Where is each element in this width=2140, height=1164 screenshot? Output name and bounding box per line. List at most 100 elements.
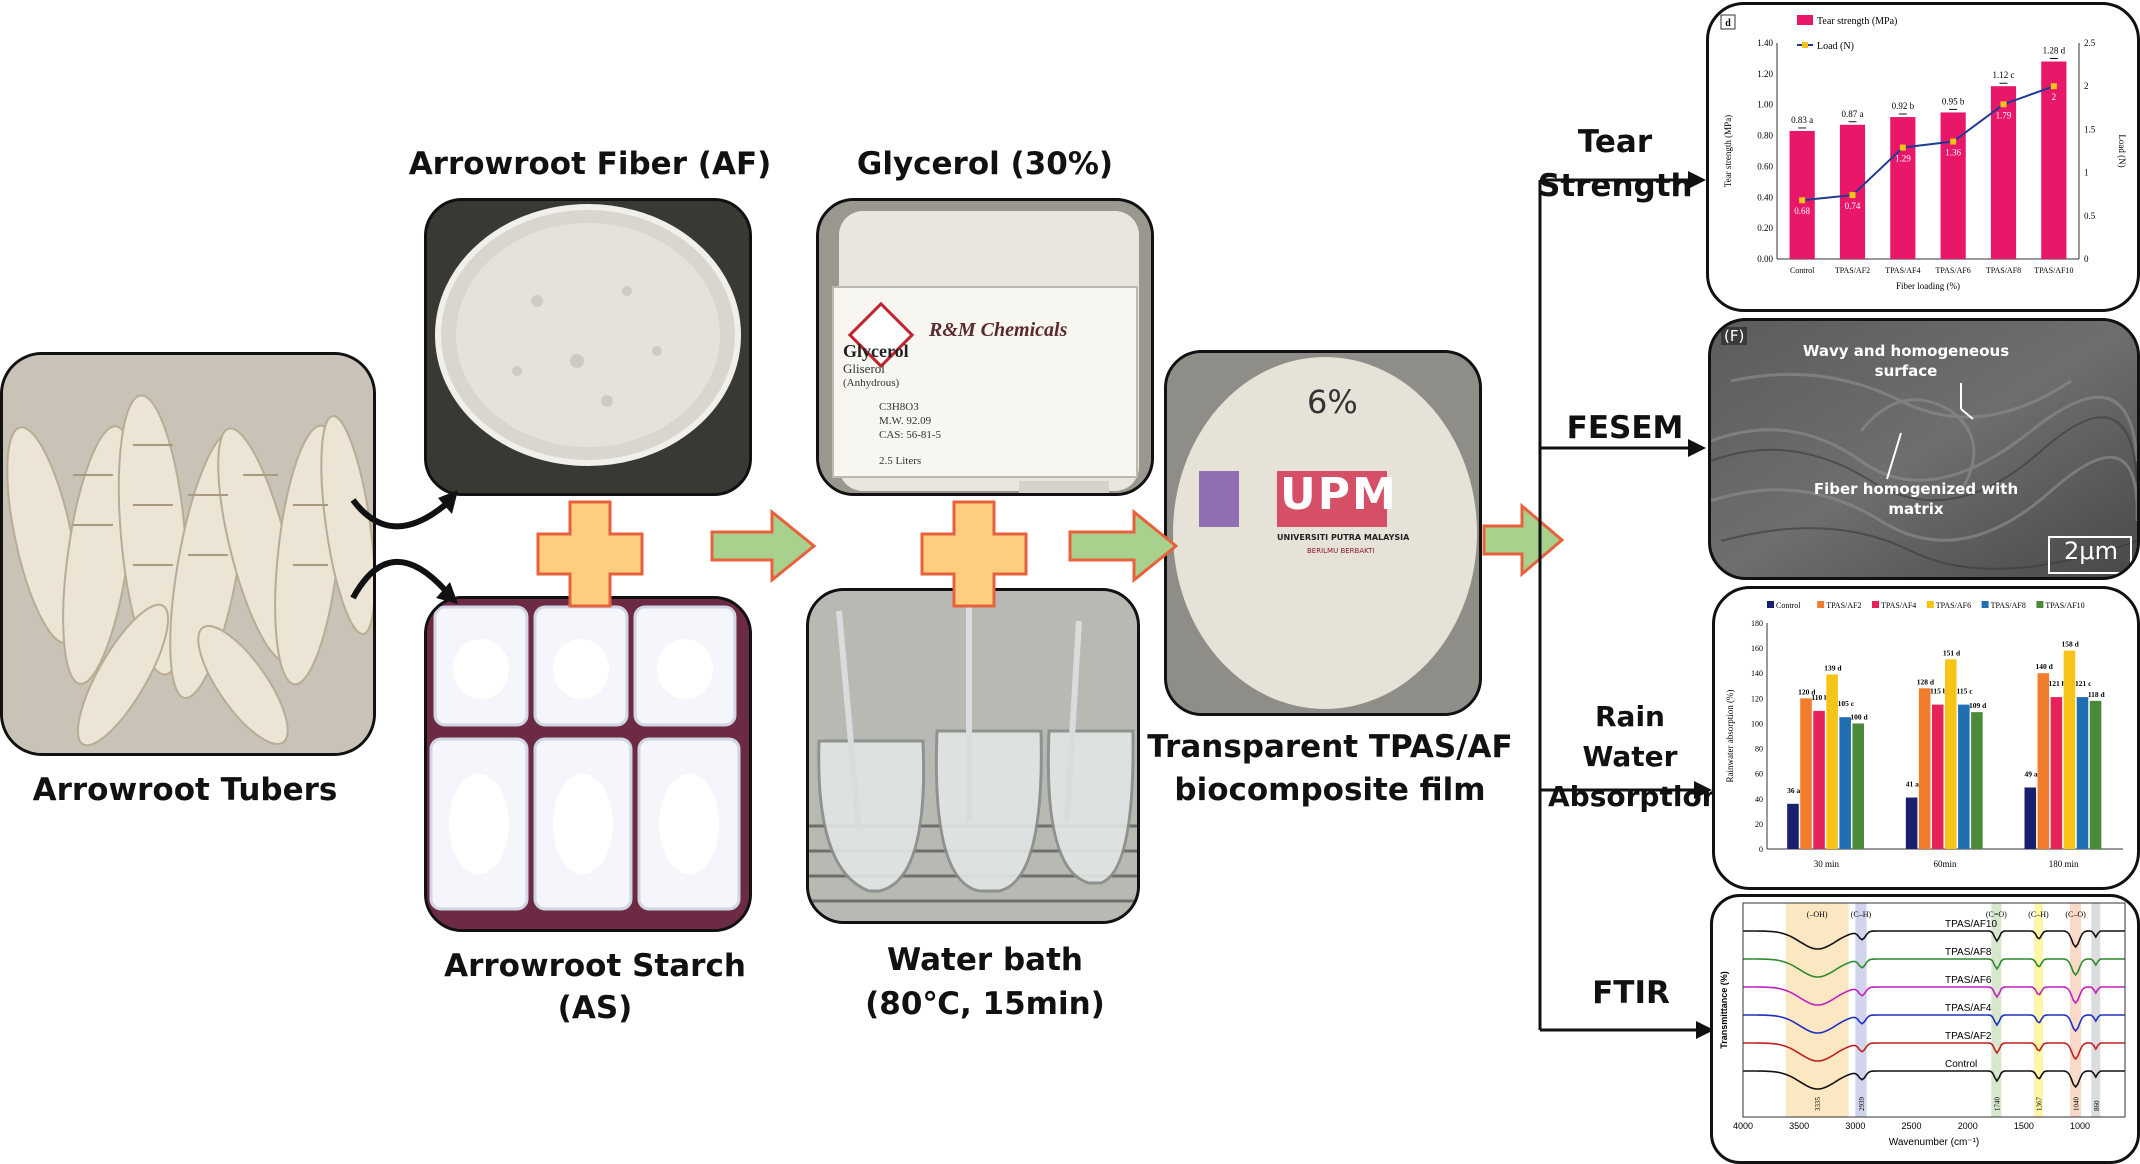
fesem-scale-bar: 2μm	[2064, 537, 2118, 565]
rain-bar-label: 110 b	[1811, 693, 1828, 702]
fesem-pointer-1b	[1960, 408, 1974, 420]
fesem-scale-box	[2048, 536, 2132, 574]
fiber-dish-illustration	[427, 201, 749, 493]
tear-load-label: 1.36	[1945, 147, 1961, 157]
ftir-series-label: TPAS/AF2	[1945, 1031, 1992, 1042]
label-rain-water: Rain Water Absorption	[1548, 697, 1722, 817]
label-water-bath-line2: (80℃, 15min)	[865, 986, 1105, 1022]
rain-bar	[1905, 797, 1918, 849]
photo-glycerol-bottle: R&M Chemicals Glycerol Gliserol (Anhydro…	[816, 198, 1154, 496]
arrow-to-glycerol	[710, 508, 817, 584]
tear-y2-tick: 1.5	[2084, 124, 2096, 134]
rain-x-tick: 180 min	[2049, 859, 2079, 869]
rain-legend-entry: TPAS/AF4	[1881, 601, 1916, 610]
rain-bar-label: 105 c	[1838, 699, 1855, 708]
fesem-pointer-2	[1886, 432, 1902, 480]
rain-bar	[2063, 650, 2076, 849]
tear-y2-tick: 1	[2084, 168, 2089, 178]
ftir-band-peak: 2939	[1858, 1097, 1866, 1112]
rain-y-tick: 40	[1755, 795, 1763, 804]
ftir-band-label: (C=O)	[1986, 910, 2007, 919]
tear-load-marker	[1849, 192, 1856, 199]
fesem-note-fiber-line1: Fiber homogenized with	[1813, 480, 2019, 498]
rain-bar	[1826, 674, 1838, 849]
rain-bar	[1971, 712, 1983, 849]
rain-legend-entry: TPAS/AF2	[1826, 601, 1861, 610]
photo-arrowroot-tubers	[0, 352, 376, 756]
ftir-series-label: TPAS/AF8	[1945, 947, 1992, 958]
rain-bar	[2050, 697, 2063, 849]
tear-x-tick: TPAS/AF8	[1986, 266, 2021, 275]
ftir-x-label: Wavenumber (cm⁻¹)	[1889, 1137, 1979, 1148]
rain-legend-swatch	[1872, 601, 1879, 608]
tear-bar-label: 1.12 c	[1993, 70, 2015, 80]
tear-y2-tick: 0	[2084, 254, 2089, 264]
tear-bar	[1940, 112, 1966, 259]
tear-load-label: 0.68	[1794, 206, 1810, 216]
bottle-subtitle: (Anhydrous)	[843, 377, 900, 389]
tear-y2-label: Load (N)	[2117, 134, 2127, 167]
film-university: UNIVERSITI PUTRA MALAYSIA	[1277, 533, 1410, 542]
tear-panel-label: d	[1725, 18, 1731, 29]
tear-load-marker	[2050, 83, 2057, 90]
film-motto: BERILMU BERBAKTI	[1307, 547, 1375, 555]
fesem-note-fiber-line2: matrix	[1888, 500, 1944, 518]
tear-legend-swatch-marker	[1802, 42, 1808, 48]
rain-bar	[1958, 704, 1970, 849]
rain-legend-swatch	[1981, 601, 1989, 608]
rain-bar	[1839, 717, 1851, 849]
tear-bar-label: 1.28 d	[2043, 46, 2066, 56]
rain-bar-label: 115 c	[1957, 687, 1974, 696]
rain-x-tick: 30 min	[1814, 859, 1840, 869]
label-arrowroot-tubers: Arrowroot Tubers	[32, 772, 338, 808]
bottle-mw: M.W. 92.09	[879, 415, 932, 427]
rain-bar-label: 49 a	[2024, 769, 2037, 778]
rain-bar-label: 118 d	[2088, 690, 2106, 699]
label-transparent-film: Transparent TPAS/AF biocomposite film	[1140, 726, 1520, 812]
rain-bar-label: 100 d	[1850, 712, 1868, 721]
tear-load-marker	[2000, 101, 2007, 108]
rain-y-label: Rainwater absorption (%)	[1725, 690, 1735, 783]
film-mark-percent: 6%	[1307, 383, 1358, 421]
photo-arrowroot-starch	[424, 596, 752, 932]
rain-bar	[1813, 710, 1825, 849]
film-logo-text: UPM	[1280, 469, 1398, 520]
rain-bar	[2037, 673, 2050, 849]
rain-x-tick: 60min	[1933, 859, 1957, 869]
ftir-band	[2069, 903, 2082, 1117]
ftir-band-peak: 1367	[2035, 1097, 2043, 1112]
ftir-band-peak: 1740	[1993, 1097, 2001, 1112]
tear-y-tick: 1.20	[1757, 69, 1773, 79]
rain-bar-label: 139 d	[1824, 663, 1842, 672]
ftir-x-tick: 3000	[1845, 1121, 1865, 1131]
tear-bar	[1990, 86, 2017, 259]
tear-y-tick: 0.80	[1757, 131, 1773, 141]
starch-trays-illustration	[427, 599, 749, 929]
panel-ftir: (–OH)3335(C–H)2939(C=O)1740(C–H)1367(C–O…	[1710, 894, 2140, 1164]
rain-bar-label: 128 d	[1917, 677, 1935, 686]
rain-legend-swatch	[1767, 601, 1774, 608]
tear-legend-line: Load (N)	[1817, 41, 1854, 52]
rain-bar-label: 140 d	[2035, 662, 2053, 671]
label-transparent-film-line2: biocomposite film	[1174, 772, 1486, 808]
bottle-volume: 2.5 Liters	[879, 455, 922, 467]
rain-legend-swatch	[1817, 601, 1825, 608]
bracket-arrow-fesem	[1688, 439, 1706, 457]
ftir-band-label: (–OH)	[1807, 910, 1828, 919]
tear-y-tick: 1.00	[1757, 100, 1773, 110]
label-arrowroot-starch-line1: Arrowroot Starch	[444, 948, 746, 984]
rain-y-tick: 60	[1755, 770, 1763, 779]
tear-y-tick: 0.60	[1757, 161, 1773, 171]
tear-load-label: 2	[2052, 92, 2057, 102]
tear-bar	[1890, 117, 1916, 259]
panel-fesem: (F) Wavy and homogeneous surface Fiber h…	[1708, 318, 2140, 580]
tear-panel-label-box	[1720, 14, 1736, 30]
ftir-spectrum	[1743, 1014, 2125, 1034]
tear-x-tick: TPAS/AF6	[1936, 266, 1971, 275]
tear-legend-swatch-bar	[1797, 15, 1813, 25]
tear-load-marker	[1799, 197, 1806, 204]
ftir-chart: (–OH)3335(C–H)2939(C=O)1740(C–H)1367(C–O…	[1719, 902, 2126, 1148]
tear-x-tick: TPAS/AF10	[2034, 266, 2073, 275]
bottle-formula: C3H8O3	[879, 401, 919, 413]
